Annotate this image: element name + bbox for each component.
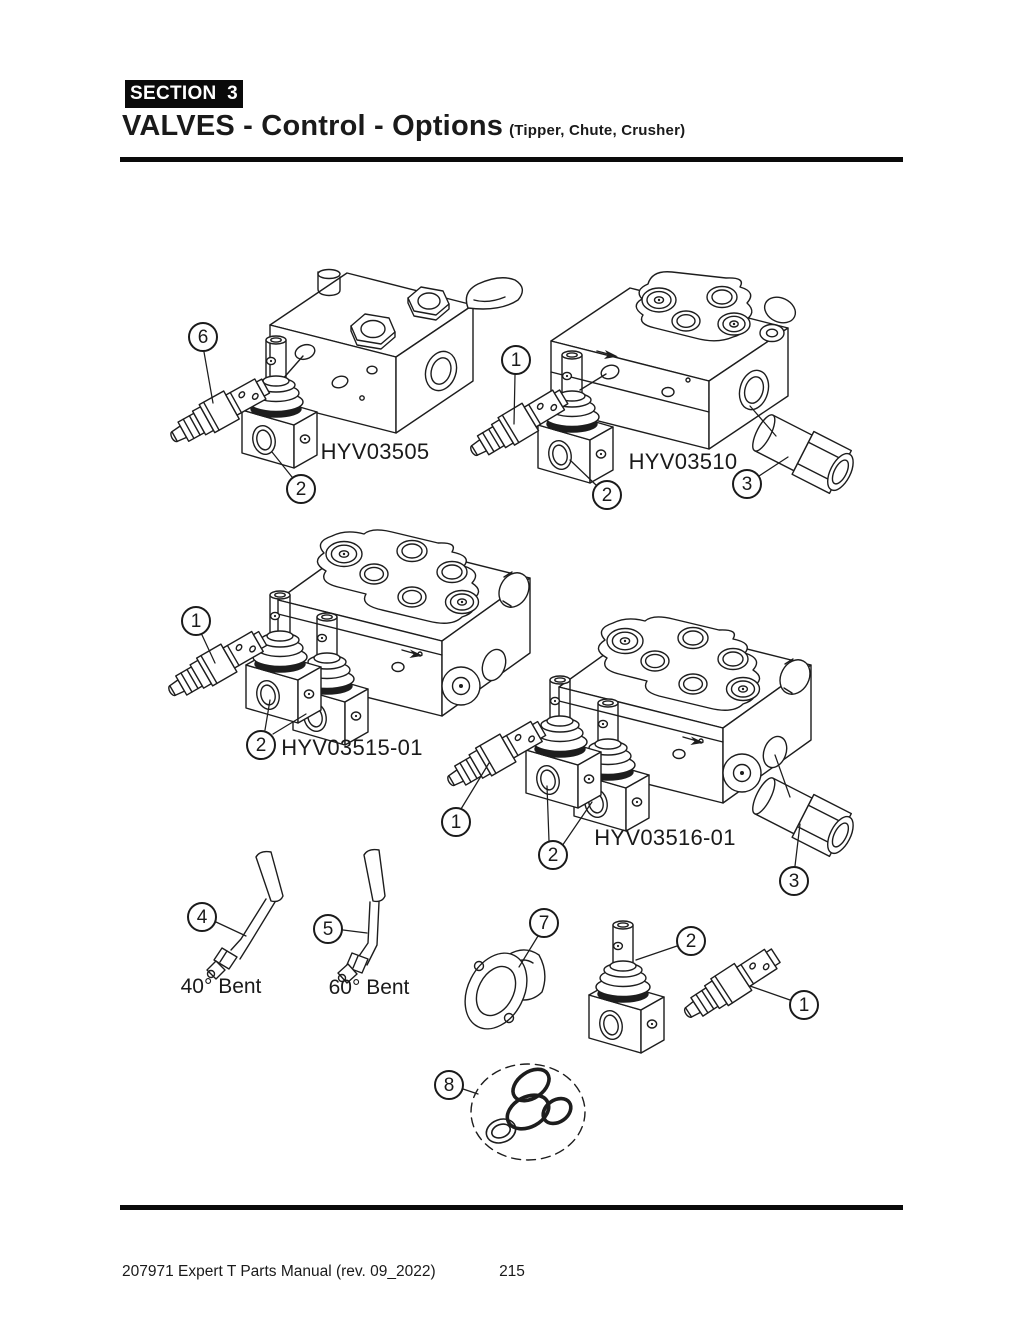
callout-4-lever-40: 4 bbox=[187, 902, 217, 932]
header-rule bbox=[120, 157, 903, 162]
exploded-connector-lines bbox=[749, 405, 791, 798]
callout-2-hyv03510: 2 bbox=[592, 480, 622, 510]
callout-3-hyv03510: 3 bbox=[732, 469, 762, 499]
hyv03510-valve-drawing bbox=[463, 271, 861, 499]
part-label-hyv03505: HYV03505 bbox=[320, 439, 430, 464]
callout-1-hyv03516-01: 1 bbox=[441, 807, 471, 837]
hyv03515-01-valve-drawing bbox=[161, 529, 536, 746]
callout-8-seal-kit: 8 bbox=[434, 1070, 464, 1100]
callout-7-flange: 7 bbox=[529, 908, 559, 938]
footer-rule bbox=[120, 1205, 903, 1210]
callout-2-hyv03515-01: 2 bbox=[246, 730, 276, 760]
callout-2-hyv03516-01: 2 bbox=[538, 840, 568, 870]
part-label-hyv03516-01: HYV03516-01 bbox=[594, 825, 736, 850]
lever-label-40-bent: 40° Bent bbox=[180, 975, 262, 998]
footer-manual-ref: 207971 Expert T Parts Manual (rev. 09_20… bbox=[122, 1263, 436, 1280]
callout-1-hyv03515-01: 1 bbox=[181, 606, 211, 636]
joystick-base-valve-drawing bbox=[588, 920, 665, 1054]
callout-6-hyv03505: 6 bbox=[188, 322, 218, 352]
hyv03505-valve-drawing bbox=[163, 268, 523, 469]
callout-2-loose-valve: 2 bbox=[676, 926, 706, 956]
part-label-hyv03510: HYV03510 bbox=[628, 449, 738, 474]
page-title-suffix: (Tipper, Chute, Crusher) bbox=[509, 122, 686, 139]
callout-3-hyv03516-01: 3 bbox=[779, 866, 809, 896]
callout-5-lever-60: 5 bbox=[313, 914, 343, 944]
callout-leader-lines bbox=[201, 351, 801, 1095]
flange-cup-drawing bbox=[464, 949, 546, 1030]
lever-40-bent-drawing bbox=[206, 850, 284, 980]
callout-1-loose-cartridge: 1 bbox=[789, 990, 819, 1020]
seal-kit-drawing bbox=[470, 1063, 586, 1161]
callout-1-hyv03510: 1 bbox=[501, 345, 531, 375]
footer-page-number: 215 bbox=[499, 1263, 525, 1280]
page-title-main: VALVES - Control - Options bbox=[122, 110, 504, 142]
page-title: VALVES - Control - Options (Tipper, Chute… bbox=[122, 110, 685, 143]
lever-60-bent-drawing bbox=[337, 848, 386, 984]
part-label-hyv03515-01: HYV03515-01 bbox=[281, 735, 423, 760]
callout-2-hyv03505: 2 bbox=[286, 474, 316, 504]
section-badge: SECTION 3 bbox=[125, 80, 243, 108]
hex-fitting-drawing bbox=[745, 770, 861, 862]
lever-label-60-bent: 60° Bent bbox=[328, 976, 410, 999]
